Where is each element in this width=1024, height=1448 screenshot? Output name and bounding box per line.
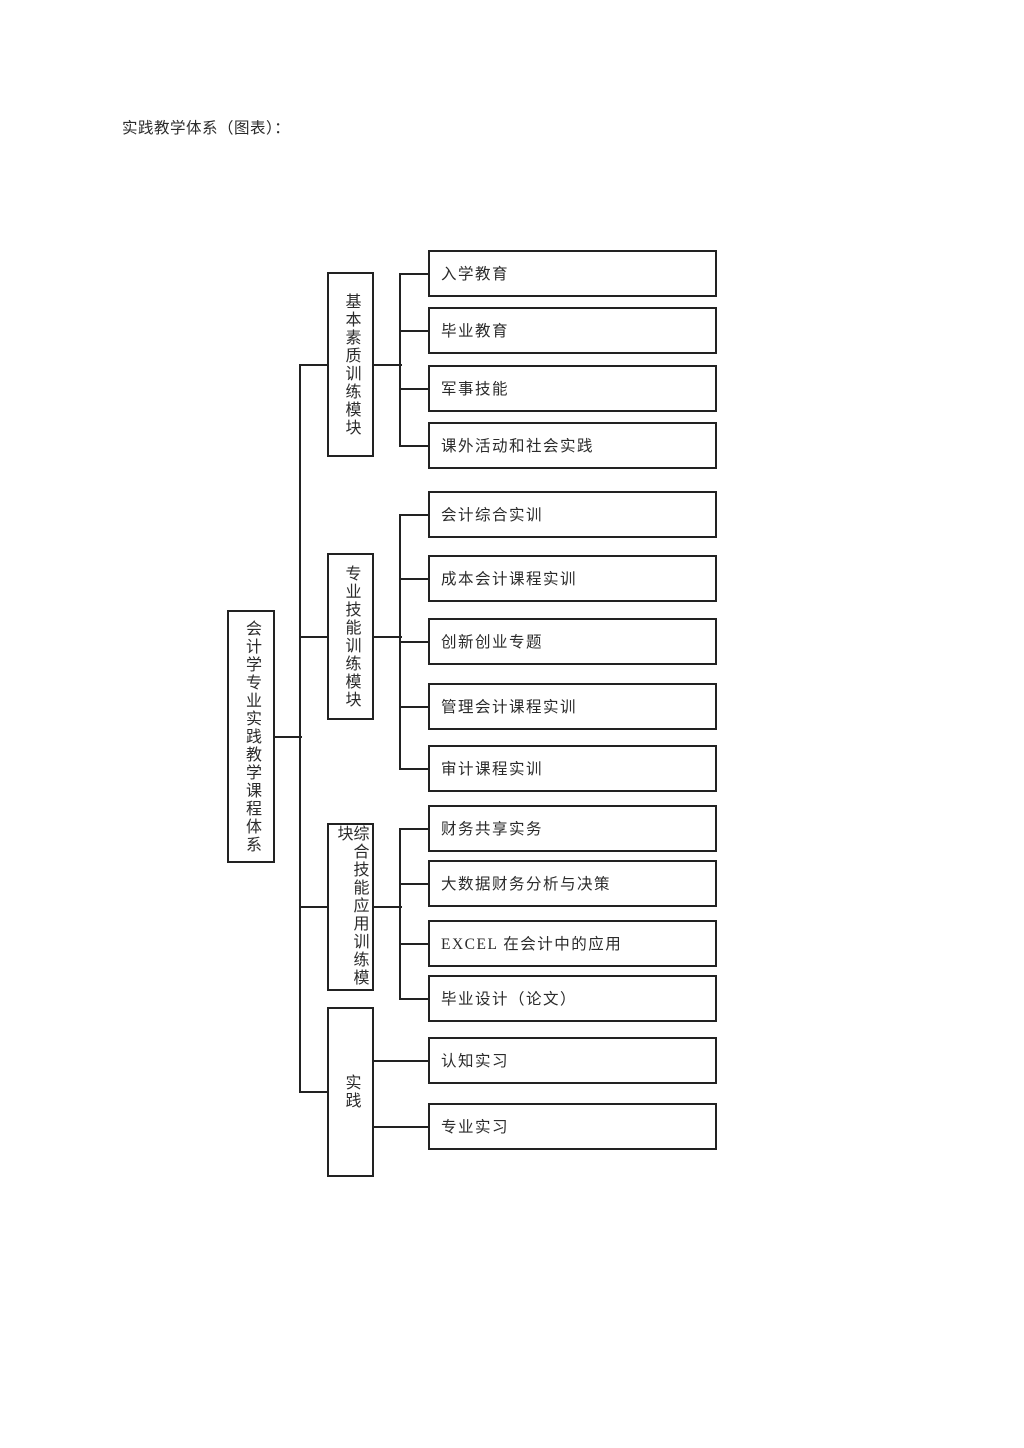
trunk-to-module-line (300, 363, 329, 366)
module-node-2: 专业技能训练模块 (327, 553, 374, 720)
leaf-stub-line (400, 767, 430, 770)
page-title: 实践教学体系（图表）： (122, 120, 291, 137)
leaf-stub-line (400, 387, 430, 390)
module-to-bus-line (372, 906, 402, 908)
trunk-line (299, 363, 301, 1093)
course-node: 课外活动和社会实践 (428, 422, 717, 469)
module-to-bus-line (372, 635, 402, 638)
course-node: 毕业教育 (428, 307, 717, 354)
leaf-stub-line (400, 444, 430, 447)
bus-line (399, 827, 401, 1000)
course-node: 财务共享实务 (428, 805, 717, 852)
module-node-1: 基本素质训练模块 (327, 272, 374, 457)
leaf-stub-line (372, 1059, 430, 1062)
leaf-stub-line (400, 272, 430, 275)
module-node-4: 实践 (327, 1007, 374, 1177)
leaf-stub-line (400, 329, 430, 332)
trunk-to-module-line (300, 906, 329, 908)
course-node: 军事技能 (428, 365, 717, 412)
course-node: EXCEL 在会计中的应用 (428, 920, 717, 967)
course-node: 入学教育 (428, 250, 717, 297)
module-to-bus-line (372, 363, 402, 366)
leaf-stub-line (372, 1125, 430, 1128)
root-node: 会计学专业实践教学课程体系 (227, 610, 275, 863)
leaf-stub-line (400, 827, 430, 830)
module-node-3: 综合技能应用训练模块 (327, 823, 374, 991)
root-connector-line (273, 735, 302, 738)
course-node: 审计课程实训 (428, 745, 717, 792)
leaf-stub-line (400, 882, 430, 885)
trunk-to-module-line (300, 635, 329, 638)
leaf-stub-line (400, 942, 430, 945)
leaf-stub-line (400, 997, 430, 1000)
bus-line (399, 272, 401, 447)
course-node: 认知实习 (428, 1037, 717, 1084)
course-node: 大数据财务分析与决策 (428, 860, 717, 907)
leaf-stub-line (400, 640, 430, 643)
course-node: 会计综合实训 (428, 491, 717, 538)
leaf-stub-line (400, 705, 430, 708)
leaf-stub-line (400, 513, 430, 516)
trunk-to-module-line (300, 1091, 329, 1093)
course-node: 专业实习 (428, 1103, 717, 1150)
course-node: 成本会计课程实训 (428, 555, 717, 602)
course-node: 毕业设计（论文） (428, 975, 717, 1022)
course-node: 管理会计课程实训 (428, 683, 717, 730)
course-node: 创新创业专题 (428, 618, 717, 665)
leaf-stub-line (400, 577, 430, 580)
